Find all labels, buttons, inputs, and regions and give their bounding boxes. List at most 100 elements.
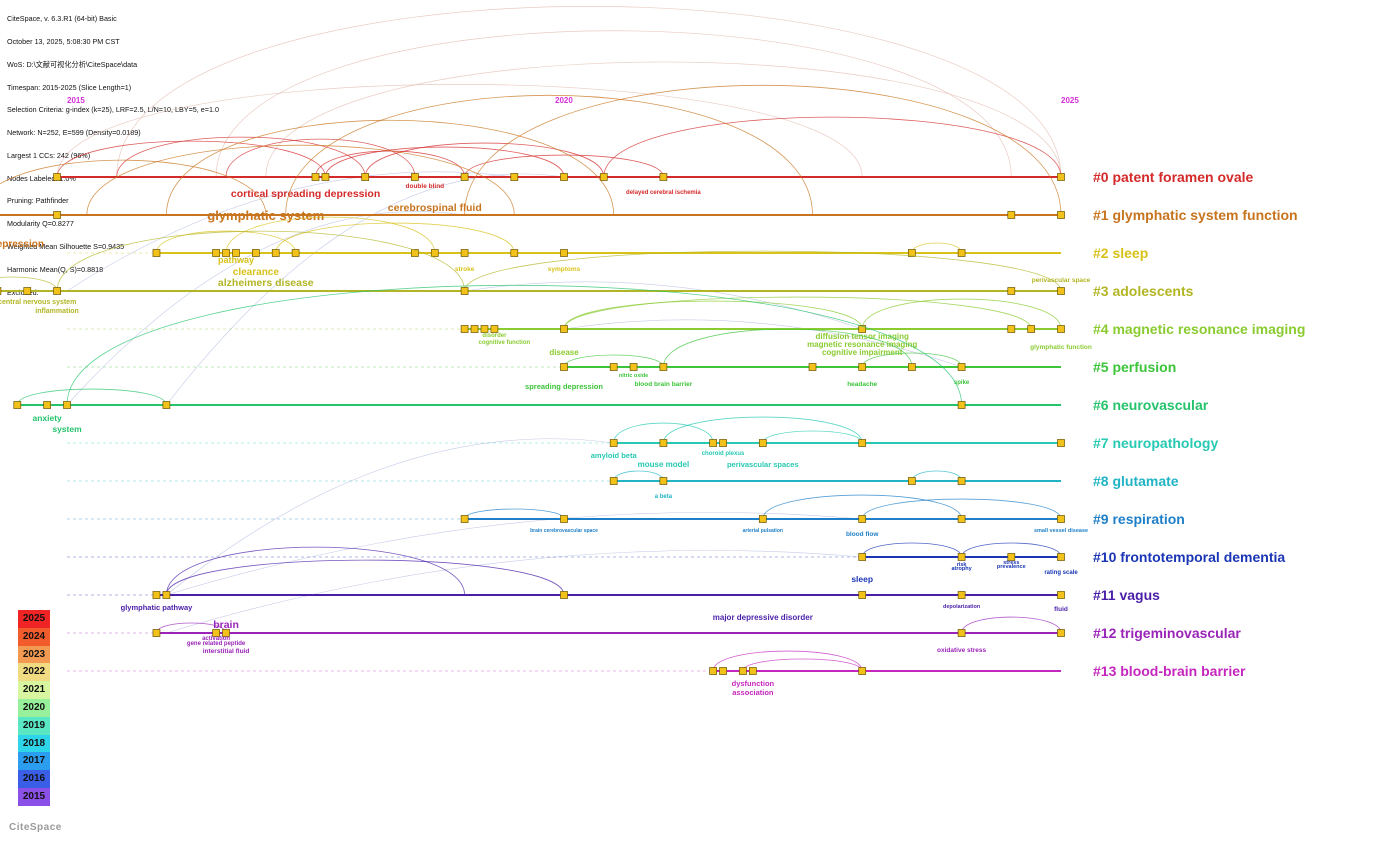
- reference-node: [858, 363, 867, 371]
- reference-node: [560, 173, 568, 181]
- legend-item: 2015: [18, 787, 50, 806]
- reference-node: [560, 515, 568, 523]
- citation-arc: [0, 159, 267, 216]
- citation-arc: [16, 388, 167, 406]
- reference-node: [858, 591, 867, 599]
- reference-node: [13, 401, 22, 409]
- reference-node: [162, 401, 171, 409]
- citation-arc: [56, 140, 326, 178]
- term-label: cognitive function: [479, 340, 531, 346]
- info-line: Excluded:: [7, 287, 39, 297]
- citation-arc: [225, 138, 416, 178]
- info-line: Pruning: Pathfinder: [7, 196, 69, 206]
- year-label: 2015: [67, 96, 85, 105]
- term-label: amyloid beta: [591, 451, 638, 460]
- reference-node: [629, 363, 638, 371]
- citation-arc: [464, 508, 565, 520]
- citespace-logo: CiteSpace: [9, 822, 62, 833]
- citation-arc: [911, 470, 962, 482]
- legend-item: 2018: [18, 734, 50, 753]
- term-label: depolarization: [943, 604, 981, 610]
- reference-node: [659, 363, 668, 371]
- term-label: atrophy: [952, 566, 973, 572]
- citation-arc: [464, 154, 664, 178]
- year-label: 2020: [555, 96, 573, 105]
- cluster-label: #1 glymphatic system function: [1093, 207, 1298, 223]
- reference-node: [1057, 211, 1065, 219]
- reference-node: [908, 477, 916, 485]
- reference-node: [957, 629, 966, 637]
- reference-node: [1057, 325, 1065, 333]
- term-label: glymphatic function: [1030, 344, 1092, 351]
- term-label: depression: [0, 239, 44, 250]
- term-label: activation: [202, 636, 230, 642]
- citation-arc: [961, 542, 1062, 558]
- citation-arc: [742, 658, 863, 672]
- term-label: fluid: [1054, 606, 1068, 613]
- reference-node: [460, 249, 469, 257]
- info-line: Selection Criteria: g-index (k=25), LRF=…: [7, 105, 219, 115]
- cross-cluster-link: [166, 438, 614, 596]
- term-label: blood brain barrier: [635, 381, 693, 388]
- reference-node: [957, 515, 966, 523]
- reference-node: [411, 249, 419, 257]
- reference-node: [0, 287, 2, 295]
- citation-arc: [285, 94, 813, 216]
- cluster-label: #12 trigeminovascular: [1093, 625, 1241, 641]
- cluster-label: #8 glutamate: [1093, 473, 1179, 489]
- term-label: small vessel disease: [1034, 528, 1088, 534]
- cluster-label: #5 perfusion: [1093, 359, 1176, 375]
- reference-node: [510, 173, 519, 181]
- term-label: prevalence: [997, 564, 1026, 570]
- reference-node: [858, 325, 867, 333]
- reference-node: [232, 249, 240, 257]
- reference-node: [858, 553, 867, 561]
- reference-node: [510, 249, 519, 257]
- cluster-label: #11 vagus: [1093, 587, 1160, 603]
- citation-arc: [762, 494, 962, 520]
- info-line: Nodes Labeled: 1.0%: [7, 173, 76, 183]
- legend-item: 2025: [18, 610, 50, 628]
- term-label: arterial pulsation: [743, 528, 783, 534]
- info-line: October 13, 2025, 5:08:30 PM CST: [7, 36, 120, 46]
- reference-node: [957, 477, 966, 485]
- reference-node: [1057, 439, 1065, 447]
- reference-node: [739, 667, 747, 675]
- reference-node: [53, 173, 61, 181]
- cluster-label: #6 neurovascular: [1093, 397, 1209, 413]
- term-label: delayed cerebral ischemia: [626, 190, 701, 196]
- reference-node: [659, 477, 668, 485]
- term-label: mouse model: [638, 460, 690, 469]
- term-label: alzheimers disease: [218, 277, 314, 289]
- reference-node: [53, 287, 61, 295]
- reference-node: [252, 249, 260, 257]
- reference-node: [291, 249, 300, 257]
- term-label: brain cerebrovascular space: [530, 528, 598, 534]
- reference-node: [43, 401, 51, 409]
- reference-node: [212, 249, 220, 257]
- cluster-label: #4 magnetic resonance imaging: [1093, 321, 1305, 337]
- reference-node: [480, 325, 489, 333]
- term-label: pathway: [218, 255, 254, 265]
- citation-arc: [364, 142, 605, 178]
- citation-arc: [603, 116, 1062, 178]
- reference-node: [858, 667, 867, 675]
- reference-node: [609, 363, 618, 371]
- reference-node: [957, 553, 966, 561]
- reference-node: [659, 439, 668, 447]
- citation-arc: [712, 650, 863, 672]
- term-label: nitric oxide: [619, 373, 648, 379]
- reference-node: [222, 629, 230, 637]
- legend-item: 2023: [18, 645, 50, 664]
- legend-item: 2024: [18, 627, 50, 646]
- reference-node: [311, 173, 320, 181]
- term-label: glymphatic system: [207, 208, 324, 223]
- cross-cluster-link: [166, 512, 863, 596]
- term-label: diffusion tensor imaging: [816, 332, 909, 341]
- term-label: double blind: [406, 183, 445, 190]
- reference-node: [212, 629, 220, 637]
- cluster-label: #0 patent foramen ovale: [1093, 169, 1253, 185]
- term-label: headache: [847, 381, 877, 388]
- cluster-label: #13 blood-brain barrier: [1093, 663, 1246, 679]
